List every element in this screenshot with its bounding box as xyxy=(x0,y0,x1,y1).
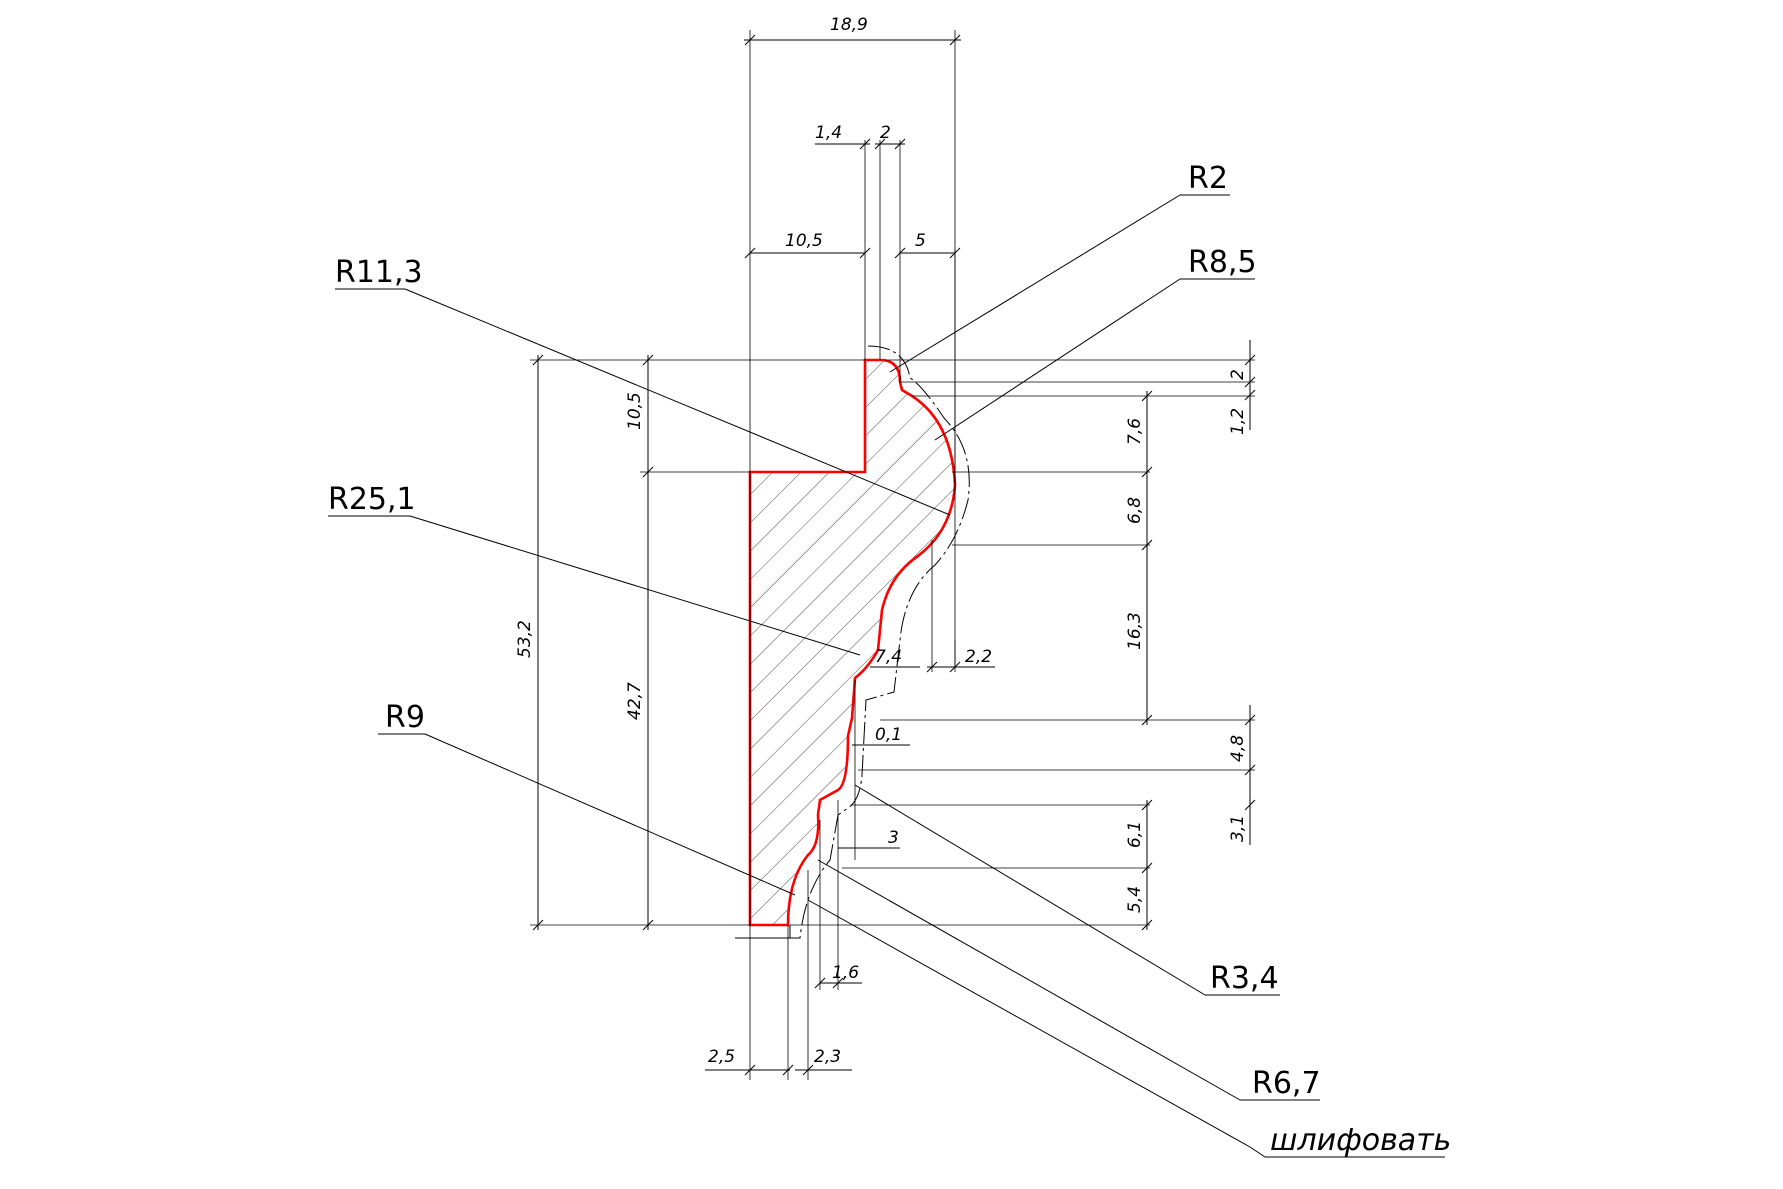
label-r25-1: R25,1 xyxy=(328,482,416,517)
profile-section xyxy=(748,358,957,927)
dim-42-7: 42,7 xyxy=(625,682,645,720)
label-r9: R9 xyxy=(385,700,425,735)
leader-lines xyxy=(328,194,1445,1158)
dim-3: 3 xyxy=(888,828,899,848)
dim-right-2: 2 xyxy=(1228,369,1248,380)
dim-overall-width: 18,9 xyxy=(830,15,868,35)
dim-right-16-3: 16,3 xyxy=(1125,612,1145,650)
label-r3-4: R3,4 xyxy=(1210,961,1279,996)
allowance-contour xyxy=(736,345,970,939)
dim-5: 5 xyxy=(915,231,926,251)
dimension-lines xyxy=(532,34,1256,1076)
dim-right-4-8: 4,8 xyxy=(1228,735,1248,762)
dim-right-1-2: 1,2 xyxy=(1228,408,1248,435)
dim-1-4: 1,4 xyxy=(815,123,842,143)
dim-2-3: 2,3 xyxy=(814,1047,841,1067)
dim-right-6-8: 6,8 xyxy=(1125,497,1145,524)
dim-2-2: 2,2 xyxy=(965,647,992,667)
label-r8-5: R8,5 xyxy=(1188,245,1257,280)
dim-right-3-1: 3,1 xyxy=(1228,815,1248,842)
radius-labels: R2 R8,5 R11,3 R25,1 R9 R3,4 R6,7 шлифова… xyxy=(328,161,1451,1158)
note-grind: шлифовать xyxy=(1270,1123,1451,1158)
dim-10-5-height: 10,5 xyxy=(625,392,645,430)
dim-right-5-4: 5,4 xyxy=(1125,886,1145,913)
label-r6-7: R6,7 xyxy=(1252,1066,1321,1101)
dim-10-5-width: 10,5 xyxy=(785,231,823,251)
dim-1-6: 1,6 xyxy=(832,963,859,983)
profile-outline xyxy=(748,358,957,927)
dim-overall-height: 53,2 xyxy=(515,620,535,658)
dim-0-1: 0,1 xyxy=(875,725,902,745)
dim-right-6-1: 6,1 xyxy=(1125,821,1145,848)
dimension-values: 18,9 1,4 2 10,5 5 53,2 10,5 42,7 2 1,2 7… xyxy=(515,15,1248,1067)
dim-right-7-6: 7,6 xyxy=(1125,418,1145,445)
dim-2-5: 2,5 xyxy=(708,1047,735,1067)
dim-7-4: 7,4 xyxy=(875,647,902,667)
extension-lines xyxy=(530,30,1255,1080)
label-r2: R2 xyxy=(1188,161,1228,196)
dim-2-top: 2 xyxy=(880,123,891,143)
label-r11-3: R11,3 xyxy=(335,255,423,290)
